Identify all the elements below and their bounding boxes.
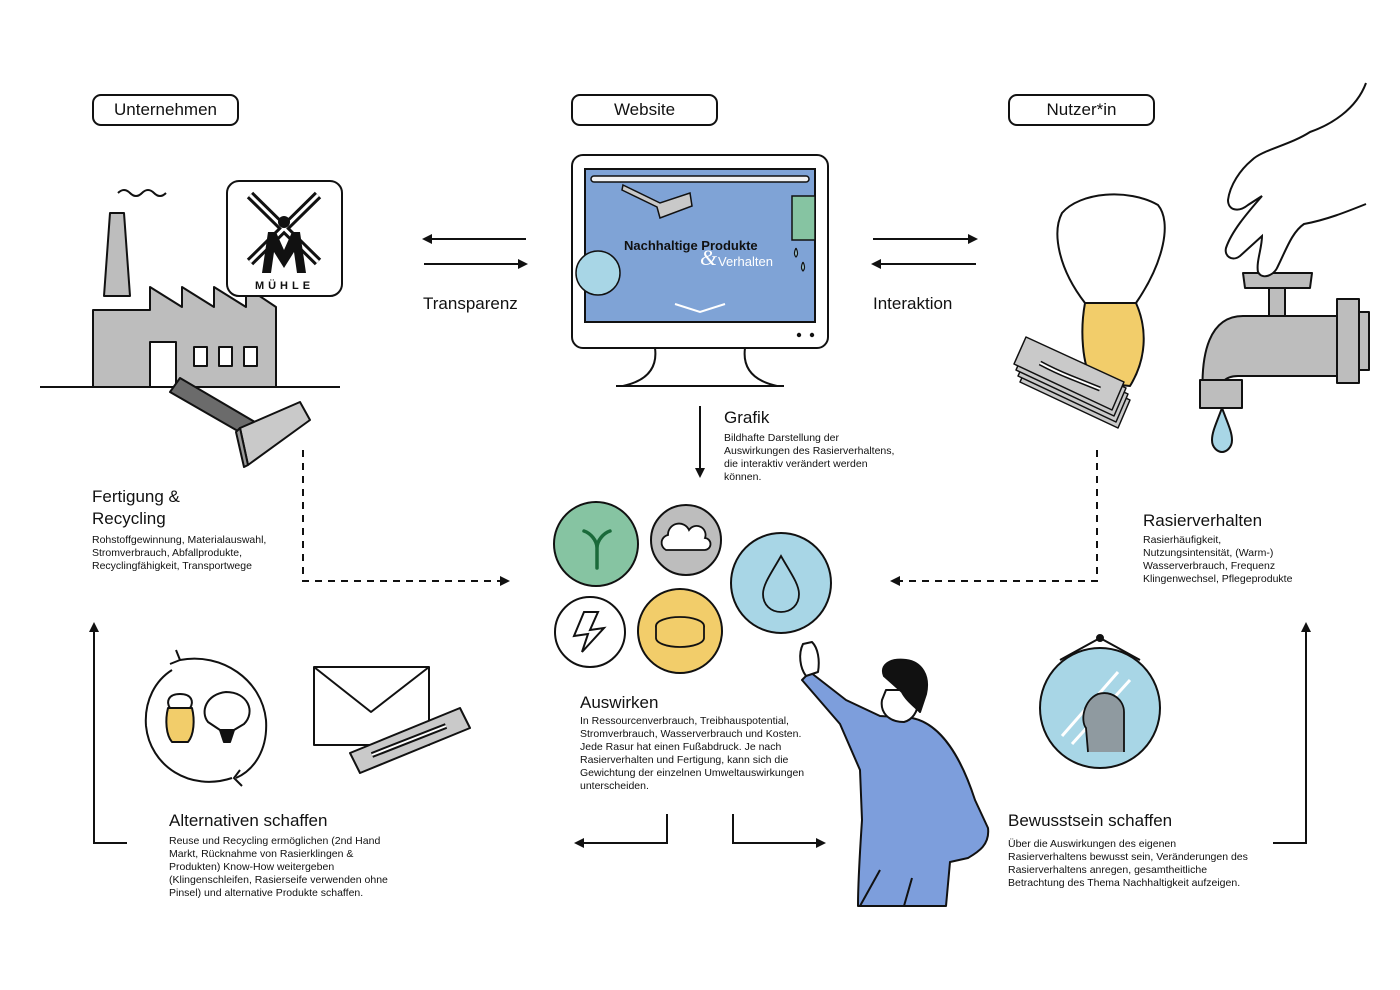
hand-icon <box>1224 82 1367 278</box>
plant-sprout-icon <box>553 501 639 587</box>
fertigung-title-line2: Recycling <box>92 509 166 528</box>
interaction-arrows <box>871 234 978 269</box>
small-brush-icon <box>165 693 195 743</box>
brand-label: MÜHLE <box>254 280 315 292</box>
fertigung-text: Rohstoffgewinnung, Materialauswahl, Stro… <box>92 534 267 572</box>
shaving-brush-icon <box>1056 193 1166 387</box>
screen-headline-line1: Nachhaltige Produkte <box>624 238 758 253</box>
loop-arrows <box>89 622 1311 848</box>
person-illustration <box>799 641 990 907</box>
water-drop-icon <box>730 532 832 634</box>
column-header-website: Website <box>571 94 718 126</box>
razor-blade-stack-icon <box>1013 336 1131 429</box>
lightning-icon <box>554 596 626 668</box>
screen-headline-line2: Verhalten <box>718 254 773 269</box>
recycle-arrows-icon <box>144 649 268 787</box>
screen-headline-ampersand: & <box>700 245 718 270</box>
razor-blade-icon <box>349 707 471 774</box>
dashed-connectors <box>302 450 1098 586</box>
monitor-illustration <box>571 154 829 387</box>
bulb-icon <box>203 691 251 743</box>
cloud-icon <box>650 504 722 576</box>
bewusstsein-title: Bewusstsein schaffen <box>1008 811 1173 830</box>
bewusstsein-text: Über die Auswirkungen des eigenen Rasier… <box>1008 838 1248 889</box>
factory-illustration <box>40 189 340 388</box>
interaction-label: Interaktion <box>873 294 953 313</box>
auswirken-title: Auswirken <box>580 693 659 712</box>
impact-circles <box>553 501 832 674</box>
grafik-text: Bildhafte Darstellung der Auswirkungen d… <box>724 432 895 483</box>
transparency-label: Transparenz <box>423 294 518 313</box>
auswirken-text: In Ressourcenverbrauch, Treibhauspotenti… <box>580 715 805 792</box>
rasierverhalten-title: Rasierverhalten <box>1143 511 1263 530</box>
coin-icon <box>637 588 723 674</box>
alternativen-title: Alternativen schaffen <box>169 811 328 830</box>
mirror-icon <box>1039 634 1161 769</box>
envelope-icon <box>313 666 430 746</box>
water-tap-icon <box>1199 272 1370 453</box>
column-header-user: Nutzer*in <box>1008 94 1155 126</box>
grafik-title: Grafik <box>724 408 770 427</box>
transparency-arrows <box>422 234 528 269</box>
rasierverhalten-text: Rasierhäufigkeit, Nutzungsintensität, (W… <box>1143 534 1293 585</box>
alternativen-text: Reuse und Recycling ermöglichen (2nd Han… <box>169 835 388 899</box>
windmill-logo-icon <box>226 180 343 297</box>
safety-razor-icon <box>169 377 311 468</box>
fertigung-title-line1: Fertigung & <box>92 487 180 506</box>
column-header-company: Unternehmen <box>92 94 239 126</box>
